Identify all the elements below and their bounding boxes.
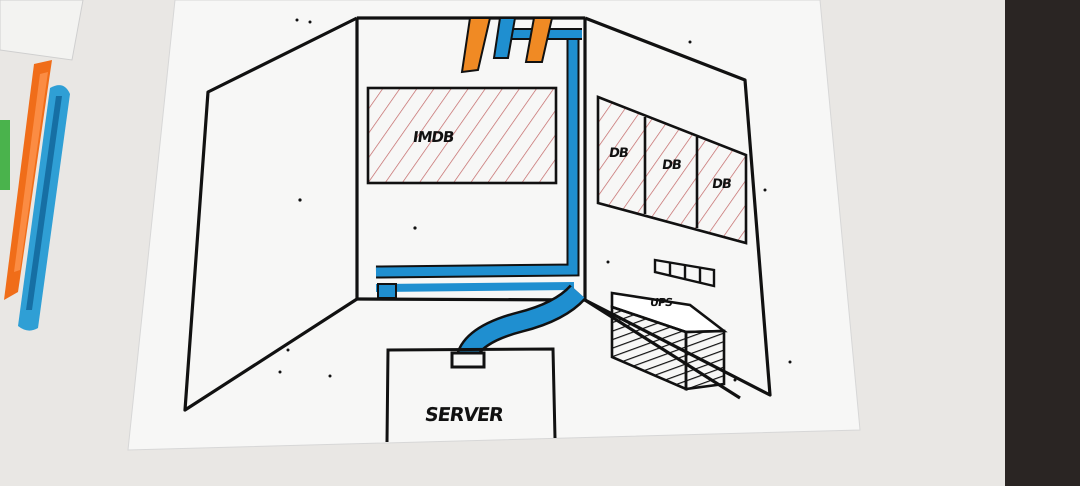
ups-label: UPS: [649, 296, 673, 309]
top-cables: [460, 17, 554, 74]
small-rack: [653, 258, 716, 288]
imdb-label: IMDB: [411, 128, 455, 146]
server-label: SERVER: [423, 404, 505, 426]
ink-dots: [278, 18, 792, 382]
blue-marker: [18, 85, 70, 331]
db-label-2: DB: [660, 158, 682, 173]
server-cabinet: [385, 347, 557, 443]
paper-sheet: [127, 0, 861, 451]
ups-unit: [610, 291, 728, 391]
db-label-3: DB: [710, 177, 732, 192]
cable-duct: [375, 28, 587, 363]
dark-floor: [1005, 0, 1080, 486]
wall-screen: [366, 86, 558, 185]
db-label-1: DB: [607, 146, 629, 161]
database-panels: [596, 95, 748, 245]
green-marker: [0, 120, 10, 190]
orange-marker: [4, 60, 52, 300]
paper-card: [0, 0, 84, 61]
